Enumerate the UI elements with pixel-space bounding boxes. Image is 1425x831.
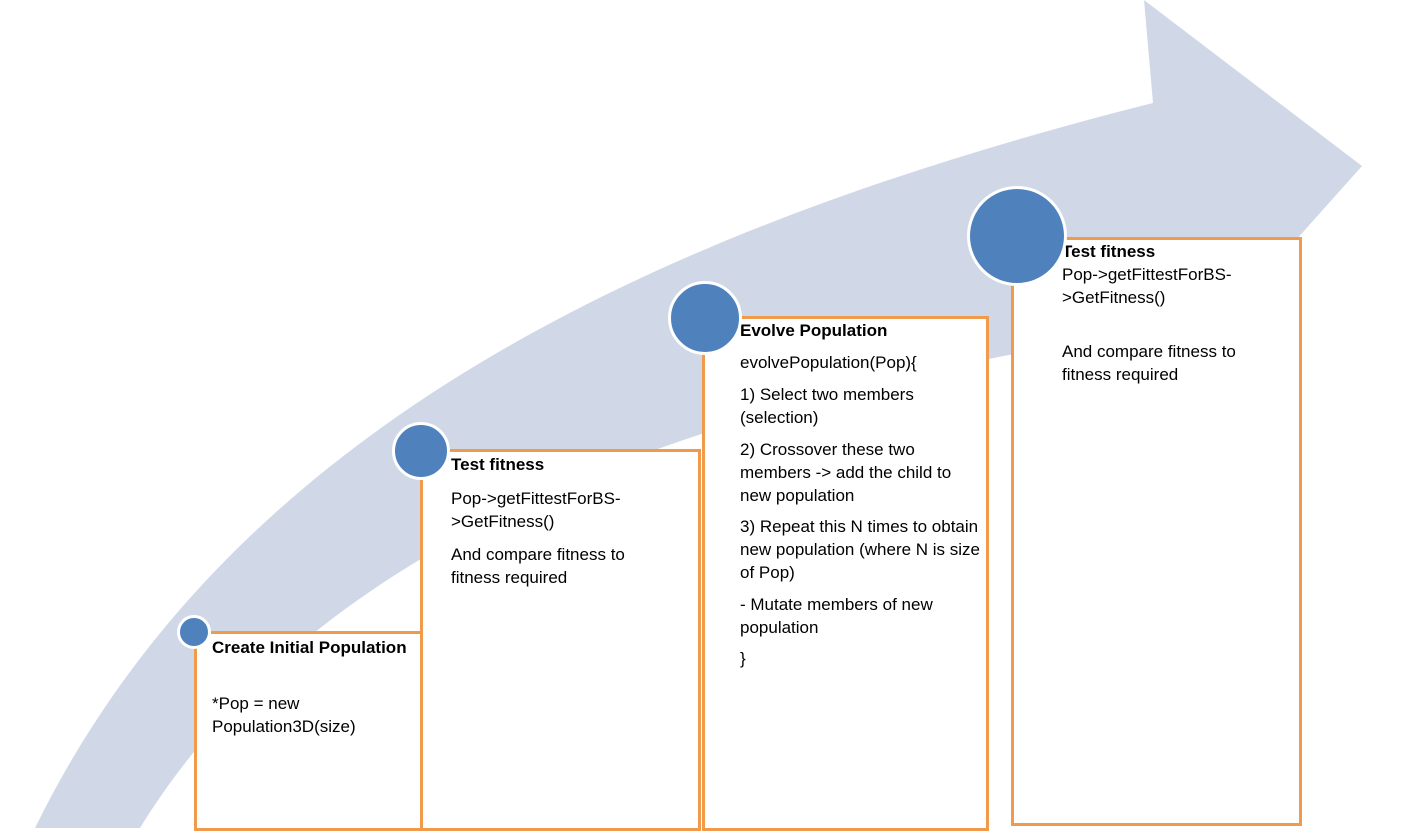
step-box-evolve-population: Evolve Population evolvePopulation(Pop){…	[702, 316, 989, 831]
step-box-create-population: Create Initial Population *Pop = new Pop…	[194, 631, 426, 831]
step-text-close-brace: }	[740, 649, 746, 668]
step-text-crossover: 2) Crossover these two members -> add th…	[740, 440, 952, 505]
step-title-test-fitness-2: Test fitness	[1062, 242, 1156, 261]
step-text-compare-fitness-2: And compare fitness to fitness required	[1062, 342, 1236, 384]
step-text-select-members: 1) Select two members (selection)	[740, 385, 914, 427]
step-title-evolve-population: Evolve Population	[740, 321, 888, 340]
step-title-test-fitness-1: Test fitness	[451, 455, 545, 474]
milestone-node-1	[177, 615, 211, 649]
milestone-node-4	[967, 186, 1067, 286]
milestone-node-2	[392, 422, 450, 480]
step-text-evolve-function: evolvePopulation(Pop){	[740, 353, 917, 372]
step-box-test-fitness-1: Test fitness Pop->getFittestForBS->GetFi…	[420, 449, 701, 831]
step-text-new-population: *Pop = new Population3D(size)	[212, 694, 356, 736]
step-title-create-population: Create Initial Population	[212, 638, 407, 657]
milestone-node-3	[668, 281, 742, 355]
step-text-repeat: 3) Repeat this N times to obtain new pop…	[740, 517, 981, 582]
step-text-mutate: - Mutate members of new population	[740, 595, 933, 637]
step-box-test-fitness-2: Test fitness Pop->getFittestForBS->GetFi…	[1011, 237, 1302, 826]
step-text-compare-fitness-1: And compare fitness to fitness required	[451, 545, 625, 587]
step-text-get-fittest-2: Pop->getFittestForBS->GetFitness()	[1062, 265, 1232, 307]
step-text-get-fittest-1: Pop->getFittestForBS->GetFitness()	[451, 489, 621, 531]
